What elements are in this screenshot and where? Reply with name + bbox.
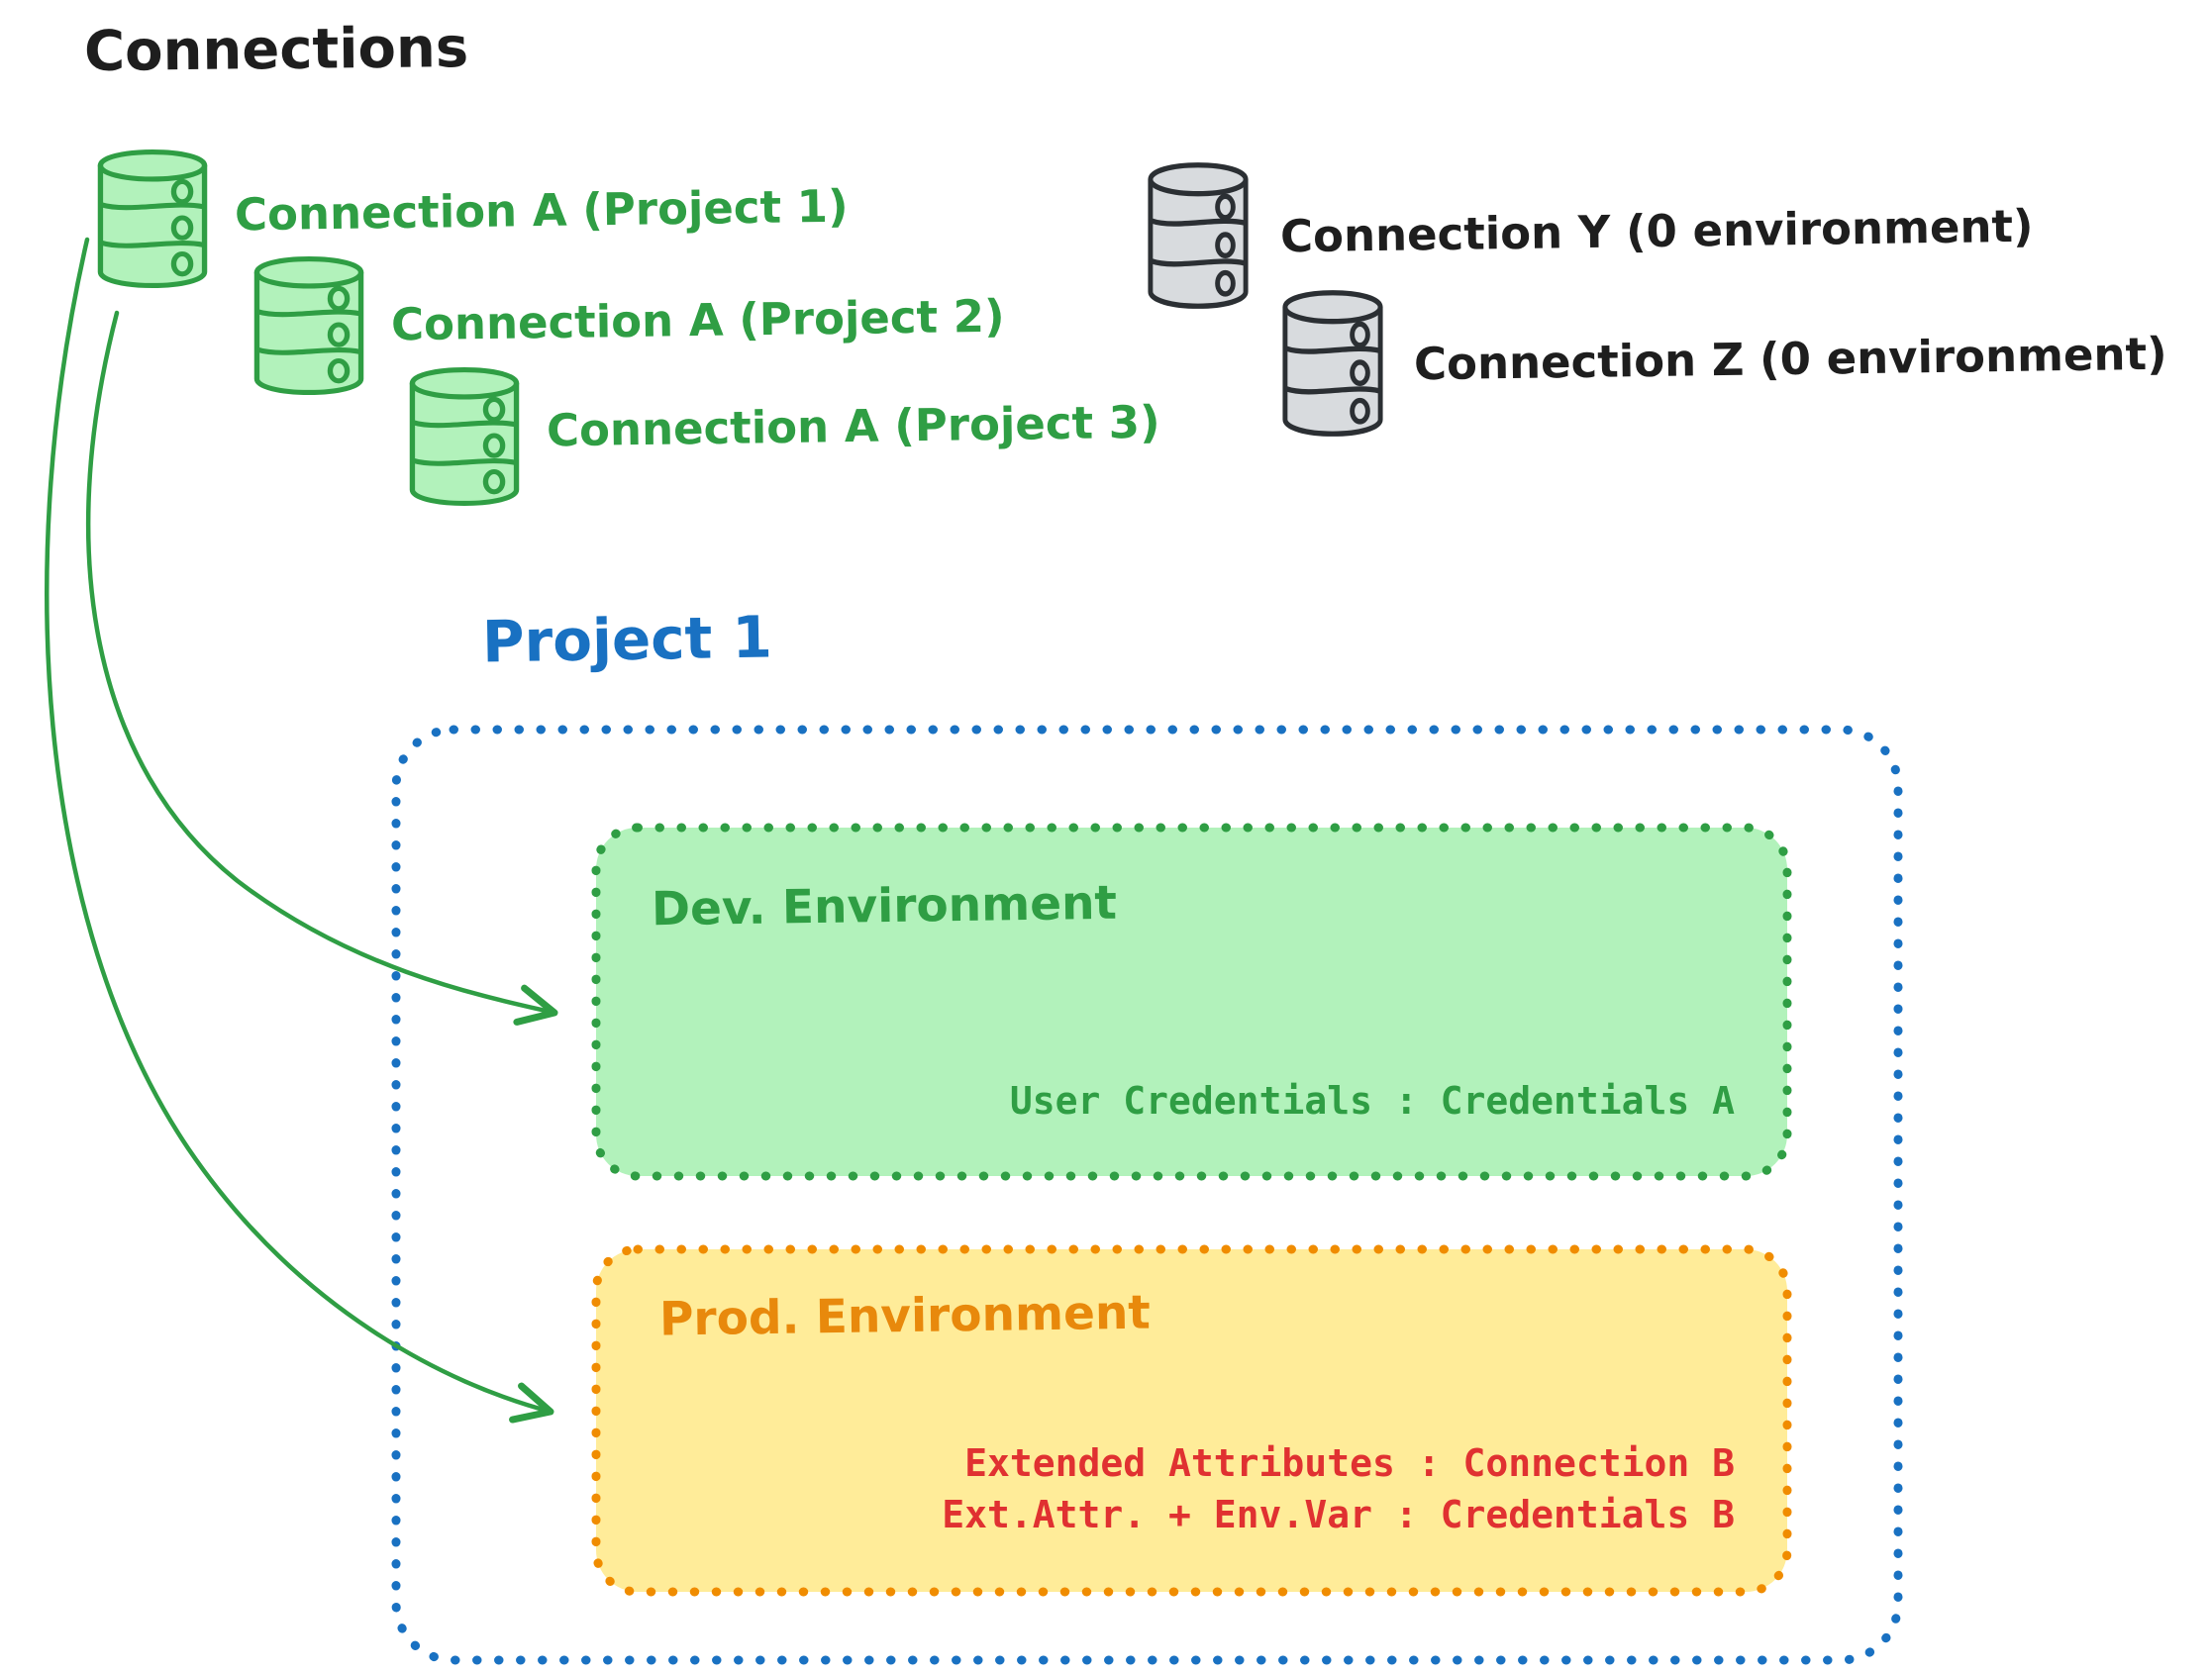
connection-a-project-1-label: Connection A (Project 1) — [234, 179, 849, 242]
connection-z-label: Connection Z (0 environment) — [1413, 327, 2167, 391]
project-1-title: Project 1 — [481, 603, 773, 676]
prod-extended-attributes-line: Extended Attributes : Connection B — [964, 1441, 1735, 1485]
database-icon-connection-z — [1279, 289, 1386, 438]
prod-environment-title: Prod. Environment — [658, 1285, 1152, 1347]
dev-environment-credentials-text: User Credentials : Credentials A — [1009, 1079, 1735, 1123]
database-icon-connection-a-project-1 — [94, 148, 211, 289]
database-icon-connection-a-project-2 — [251, 255, 367, 396]
database-icon-connection-y — [1145, 161, 1252, 310]
connection-a-project-3-label: Connection A (Project 3) — [546, 395, 1160, 457]
database-icon-connection-a-project-3 — [406, 366, 523, 507]
page-title: Connections — [83, 15, 469, 85]
connection-a-project-2-label: Connection A (Project 2) — [390, 289, 1005, 351]
prod-ext-attr-env-var-line: Ext.Attr. + Env.Var : Credentials B — [942, 1493, 1735, 1537]
prod-environment-credentials-text: Extended Attributes : Connection B Ext.A… — [942, 1437, 1735, 1541]
dev-environment-title: Dev. Environment — [651, 875, 1118, 937]
connection-y-label: Connection Y (0 environment) — [1279, 199, 2034, 263]
